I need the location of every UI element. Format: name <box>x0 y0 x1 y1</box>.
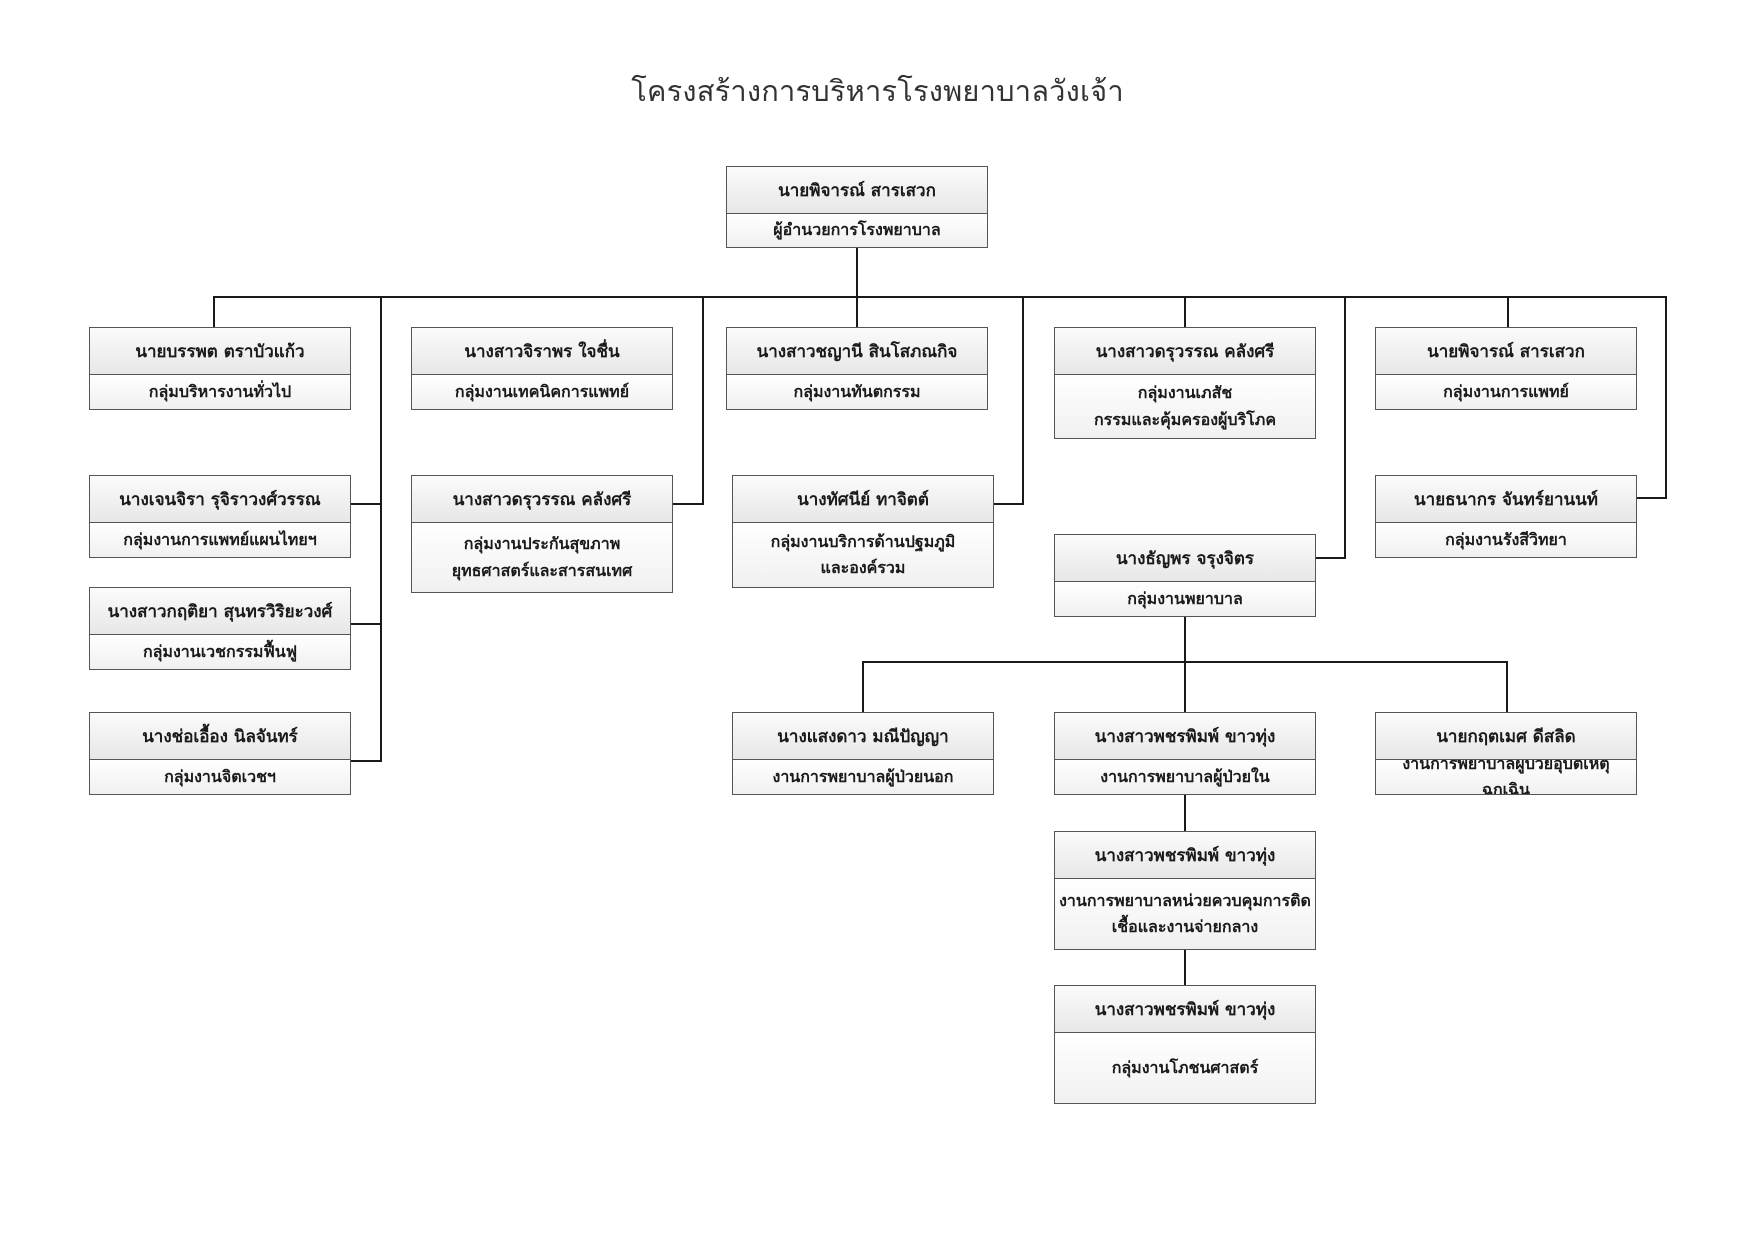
unit-role: กลุ่มงานโภชนศาสตร์ <box>1055 1033 1315 1103</box>
medical-technology-group-box: นางสาวจิราพร ใจชื่น กลุ่มงานเทคนิคการแพท… <box>411 327 673 410</box>
infection-control-box: นางสาวพชรพิมพ์ ขาวทุ่ง งานการพยาบาลหน่วย… <box>1054 831 1316 950</box>
thai-medicine-group-box: นางเจนจิรา รุจิราวงศ์วรรณ กลุ่มงานการแพท… <box>89 475 351 558</box>
medical-group-box: นายพิจารณ์ สารเสวก กลุ่มงานการแพทย์ <box>1375 327 1637 410</box>
group-role: กลุ่มงานการแพทย์แผนไทยฯ <box>90 523 350 557</box>
radiology-group-box: นายธนากร จันทร์ยานนท์ กลุ่มงานรังสีวิทยา <box>1375 475 1637 558</box>
group-role: กลุ่มงานประกันสุขภาพ ยุทธศาสตร์และสารสนเ… <box>412 523 672 592</box>
person-name: นางสาวชญานี สินโสภณกิจ <box>727 328 987 375</box>
person-name: นางสาวพชรพิมพ์ ขาวทุ่ง <box>1055 986 1315 1033</box>
person-name: นายบรรพต ตราบัวแก้ว <box>90 328 350 375</box>
person-name: นางธัญพร จรุงจิตร <box>1055 535 1315 582</box>
pharmacy-group-box: นางสาวดรุวรรณ คลังศรี กลุ่มงานเภสัช กรรม… <box>1054 327 1316 439</box>
insurance-strategy-group-box: นางสาวดรุวรรณ คลังศรี กลุ่มงานประกันสุขภ… <box>411 475 673 593</box>
person-name: นางสาวพชรพิมพ์ ขาวทุ่ง <box>1055 832 1315 879</box>
group-role: กลุ่มงานเวชกรรมฟื้นฟู <box>90 635 350 669</box>
outpatient-nursing-box: นางแสงดาว มณีปัญญา งานการพยาบาลผู้ป่วยนอ… <box>732 712 994 795</box>
unit-role: งานการพยาบาลผู้ป่วยใน <box>1055 760 1315 794</box>
person-name: นางสาวจิราพร ใจชื่น <box>412 328 672 375</box>
inpatient-nursing-box: นางสาวพชรพิมพ์ ขาวทุ่ง งานการพยาบาลผู้ป่… <box>1054 712 1316 795</box>
person-name: นางทัศนีย์ ทาจิตต์ <box>733 476 993 523</box>
group-role: กลุ่มงานรังสีวิทยา <box>1376 523 1636 557</box>
unit-role: งานการพยาบาลผู้ป่วยนอก <box>733 760 993 794</box>
chart-title: โครงสร้างการบริหารโรงพยาบาลวังเจ้า <box>631 74 1124 108</box>
person-name: นางสาวกฤติยา สุนทรวิริยะวงศ์ <box>90 588 350 635</box>
group-role: กลุ่มงานเภสัช กรรมและคุ้มครองผู้บริโภค <box>1055 375 1315 438</box>
person-name: นางแสงดาว มณีปัญญา <box>733 713 993 760</box>
group-role: กลุ่มงานการแพทย์ <box>1376 375 1636 409</box>
group-role: กลุ่มงานพยาบาล <box>1055 582 1315 616</box>
person-name: นางช่อเอื้อง นิลจันทร์ <box>90 713 350 760</box>
person-name: นางสาวพชรพิมพ์ ขาวทุ่ง <box>1055 713 1315 760</box>
admin-group-box: นายบรรพต ตราบัวแก้ว กลุ่มบริหารงานทั่วไป <box>89 327 351 410</box>
group-role: กลุ่มงานบริการด้านปฐมภูมิ และองค์รวม <box>733 523 993 587</box>
primary-care-group-box: นางทัศนีย์ ทาจิตต์ กลุ่มงานบริการด้านปฐม… <box>732 475 994 588</box>
group-role: กลุ่มงานทันตกรรม <box>727 375 987 409</box>
person-name: นายธนากร จันทร์ยานนท์ <box>1376 476 1636 523</box>
nutrition-group-box: นางสาวพชรพิมพ์ ขาวทุ่ง กลุ่มงานโภชนศาสตร… <box>1054 985 1316 1104</box>
psychiatry-group-box: นางช่อเอื้อง นิลจันทร์ กลุ่มงานจิตเวชฯ <box>89 712 351 795</box>
director-role: ผู้อำนวยการโรงพยาบาล <box>727 214 987 247</box>
group-role: กลุ่มงานเทคนิคการแพทย์ <box>412 375 672 409</box>
unit-role: งานการพยาบาลผู้ป่วยอุบัติเหตุฉุกเฉิน <box>1376 760 1636 794</box>
emergency-nursing-box: นายกฤตเมศ ดีสลิด งานการพยาบาลผู้ป่วยอุบั… <box>1375 712 1637 795</box>
nursing-group-box: นางธัญพร จรุงจิตร กลุ่มงานพยาบาล <box>1054 534 1316 617</box>
group-role: กลุ่มบริหารงานทั่วไป <box>90 375 350 409</box>
person-name: นางเจนจิรา รุจิราวงศ์วรรณ <box>90 476 350 523</box>
director-name: นายพิจารณ์ สารเสวก <box>727 167 987 214</box>
person-name: นายพิจารณ์ สารเสวก <box>1376 328 1636 375</box>
group-role: กลุ่มงานจิตเวชฯ <box>90 760 350 794</box>
person-name: นางสาวดรุวรรณ คลังศรี <box>412 476 672 523</box>
unit-role: งานการพยาบาลหน่วยควบคุมการติด เชื้อและงา… <box>1055 879 1315 949</box>
person-name: นายกฤตเมศ ดีสลิด <box>1376 713 1636 760</box>
dental-group-box: นางสาวชญานี สินโสภณกิจ กลุ่มงานทันตกรรม <box>726 327 988 410</box>
person-name: นางสาวดรุวรรณ คลังศรี <box>1055 328 1315 375</box>
rehabilitation-group-box: นางสาวกฤติยา สุนทรวิริยะวงศ์ กลุ่มงานเวช… <box>89 587 351 670</box>
director-box: นายพิจารณ์ สารเสวก ผู้อำนวยการโรงพยาบาล <box>726 166 988 248</box>
